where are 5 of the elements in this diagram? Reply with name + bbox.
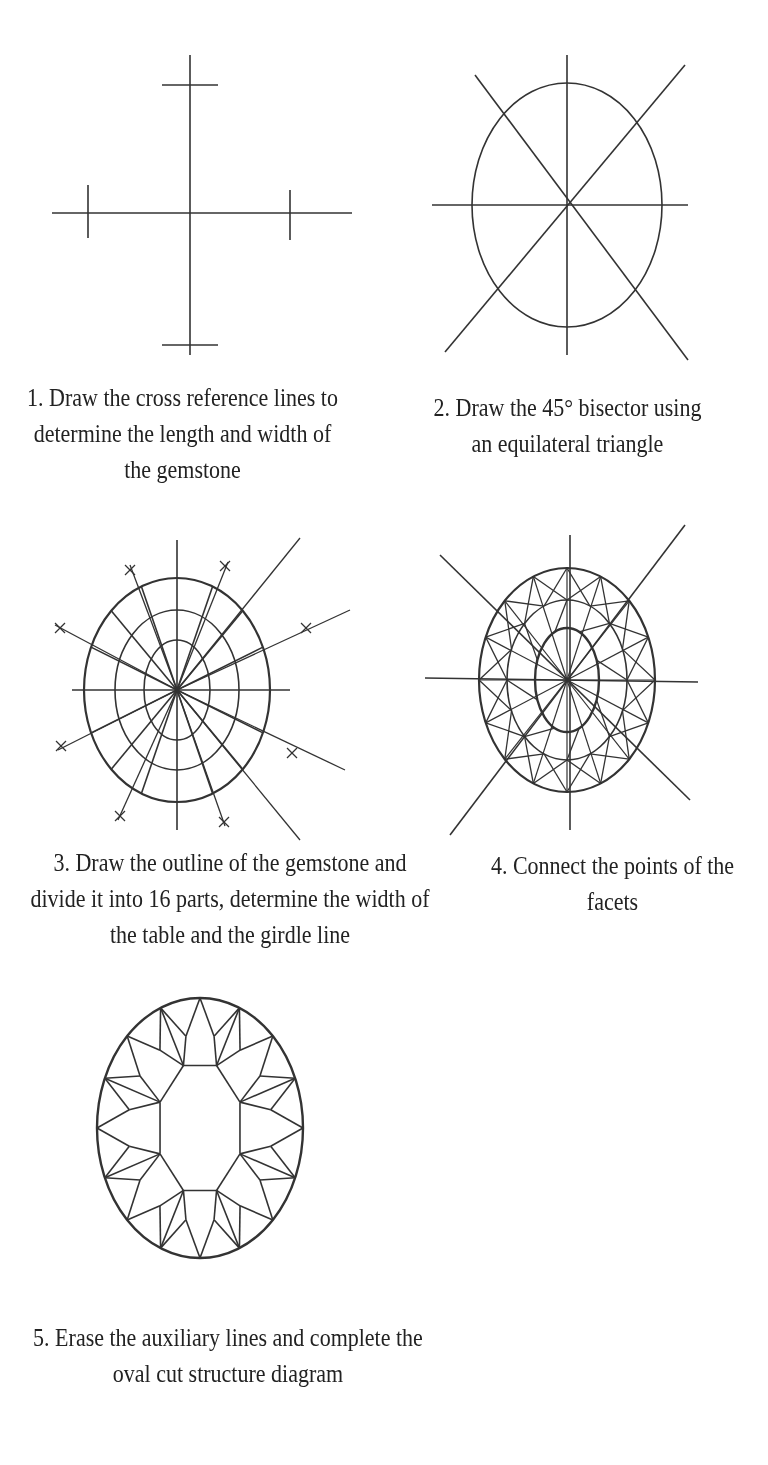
step-caption: 3. Draw the outline of the gemstone and divide it into 16 parts, determine the width of the table and the girdle line: [29, 848, 431, 950]
step-caption: 5. Erase the auxiliary lines and complete the oval cut structure diagram: [32, 1323, 424, 1389]
step-caption: 1. Draw the cross reference lines to determine the length and width of the gemstone: [26, 383, 339, 485]
step-caption: 4. Connect the points of the facets: [489, 851, 736, 917]
step-caption: 2. Draw the 45° bisector using an equilateral triangle: [432, 393, 703, 459]
